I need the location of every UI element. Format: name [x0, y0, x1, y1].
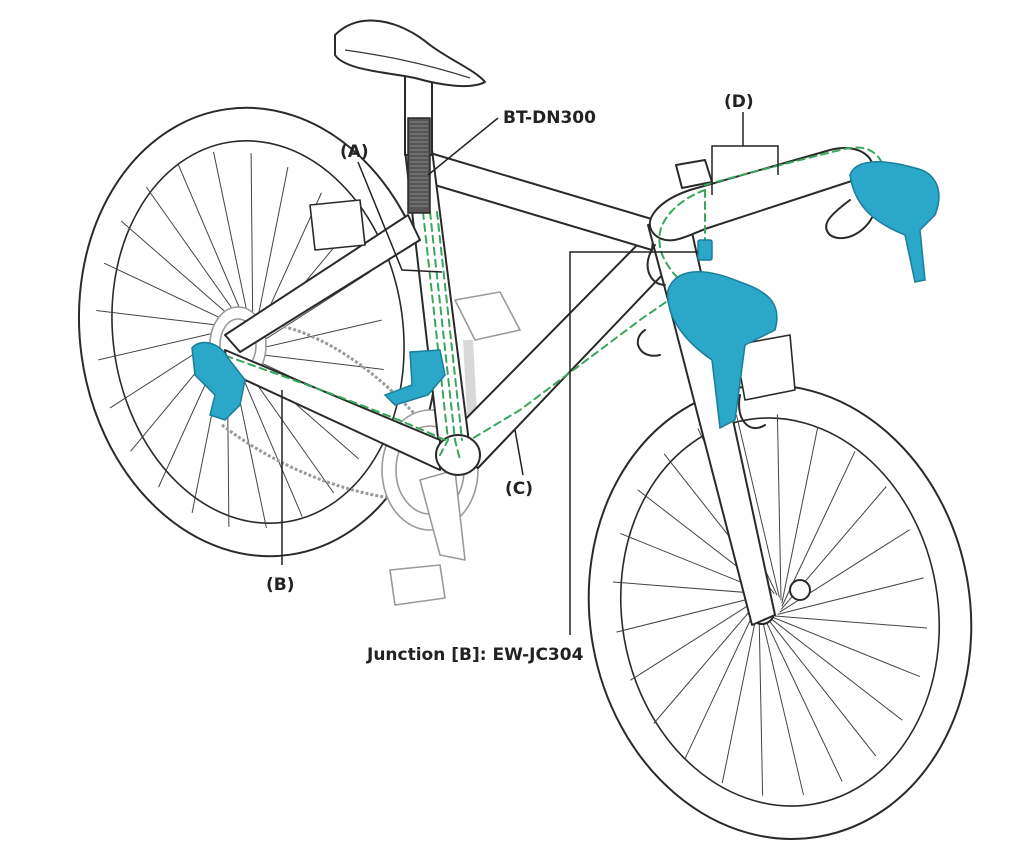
cable-seat-tube-2 — [429, 211, 461, 461]
spoke — [630, 597, 761, 681]
spoke — [721, 606, 759, 784]
battery — [407, 117, 431, 214]
spoke — [653, 600, 760, 724]
spoke — [771, 616, 920, 678]
rear-brake — [309, 199, 366, 251]
leader-battery — [427, 117, 499, 176]
spoke — [612, 581, 766, 595]
spoke — [684, 603, 759, 759]
leader-junction — [569, 251, 698, 635]
leader-a — [357, 161, 443, 273]
handlebar-top — [649, 147, 874, 242]
crank-arm — [419, 469, 466, 561]
label-d: (D) — [724, 92, 754, 112]
front-brake — [734, 334, 796, 430]
spoke — [120, 220, 242, 327]
leader-d — [711, 145, 779, 195]
spoke — [768, 616, 903, 721]
cable-seat-tube-3 — [436, 211, 463, 441]
seat-stay — [224, 214, 421, 353]
label-b: (B) — [266, 575, 295, 595]
left-shift-lever-icon — [667, 270, 778, 430]
spoke — [616, 595, 763, 633]
leader-c — [514, 429, 524, 476]
left-drop — [636, 329, 661, 357]
spoke — [760, 612, 805, 796]
spoke — [776, 414, 782, 601]
spoke — [735, 414, 780, 598]
spoke — [98, 328, 232, 361]
components — [191, 161, 940, 430]
spoke — [774, 615, 928, 629]
spoke — [213, 151, 252, 332]
down-tube — [439, 231, 687, 469]
label-c: (C) — [505, 479, 533, 499]
cable-seat-tube-1 — [422, 211, 449, 456]
spoke — [777, 577, 924, 615]
right-drop — [825, 199, 876, 240]
spoke — [177, 163, 249, 329]
spoke — [250, 153, 254, 335]
front-wheel — [587, 384, 973, 840]
cable-b — [214, 351, 446, 441]
rear-derailleur-icon — [191, 341, 246, 421]
cable-d-bar — [704, 146, 886, 246]
top-tube — [417, 149, 656, 251]
front-derailleur-icon — [383, 349, 446, 406]
spoke — [781, 426, 819, 604]
leaders — [281, 112, 779, 635]
label-a: (A) — [340, 142, 369, 162]
label-junction: Junction [B]: EW-JC304 — [366, 645, 584, 665]
spoke — [248, 319, 382, 352]
right-shift-lever-icon — [849, 161, 940, 283]
right-pedal — [454, 291, 521, 341]
spoke — [758, 609, 764, 796]
junction-b-icon — [697, 239, 713, 261]
spoke — [765, 615, 877, 757]
spoke — [781, 451, 856, 607]
spoke — [96, 310, 235, 328]
label-battery: BT-DN300 — [503, 108, 596, 128]
saddle — [334, 19, 486, 88]
spoke — [145, 186, 246, 328]
spoke — [103, 262, 239, 327]
spoke — [762, 614, 843, 782]
left-pedal — [389, 564, 446, 606]
labels: BT-DN300 (A) (B) (C) (D) Junction [B]: E… — [266, 92, 754, 665]
spoke — [250, 271, 371, 349]
spoke — [253, 167, 289, 339]
